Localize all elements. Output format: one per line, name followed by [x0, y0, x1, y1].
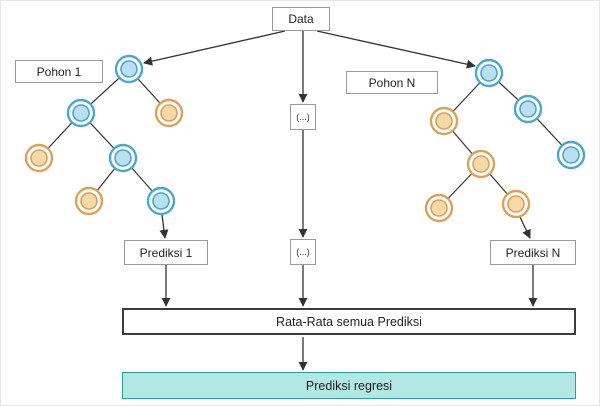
treeN-node	[513, 94, 543, 124]
treeN-node	[429, 106, 459, 136]
treeN-node	[424, 193, 454, 223]
tree1-nodes	[24, 54, 184, 216]
treeN-root-node	[474, 58, 504, 88]
tree1-root-node	[114, 54, 144, 84]
tree1-label-box: Pohon 1	[15, 60, 103, 83]
tree1-leaf-node	[146, 186, 176, 216]
treeN-label-box: Pohon N	[346, 71, 438, 94]
average-predictions-box: Rata-Rata semua Prediksi	[122, 308, 576, 335]
treeN-node	[556, 140, 586, 170]
treeN-nodes	[424, 58, 586, 223]
tree1-node	[74, 186, 104, 216]
flow-arrows	[143, 30, 538, 371]
predictionN-box: Prediksi N	[490, 240, 576, 265]
ellipsis-prediction-box: (...)	[290, 239, 316, 265]
ellipsis-tree-box: (...)	[290, 104, 316, 130]
data-node-box: Data	[272, 7, 330, 31]
prediction1-box: Prediksi 1	[124, 240, 208, 265]
treeN-edges	[438, 72, 572, 209]
tree1-edges	[38, 68, 170, 202]
tree1-node	[154, 98, 184, 128]
tree1-node	[66, 98, 96, 128]
regression-result-box: Prediksi regresi	[122, 372, 576, 399]
tree1-node	[24, 143, 54, 173]
treeN-leaf-node	[501, 189, 531, 219]
tree1-node	[108, 143, 138, 173]
treeN-node	[466, 149, 496, 179]
